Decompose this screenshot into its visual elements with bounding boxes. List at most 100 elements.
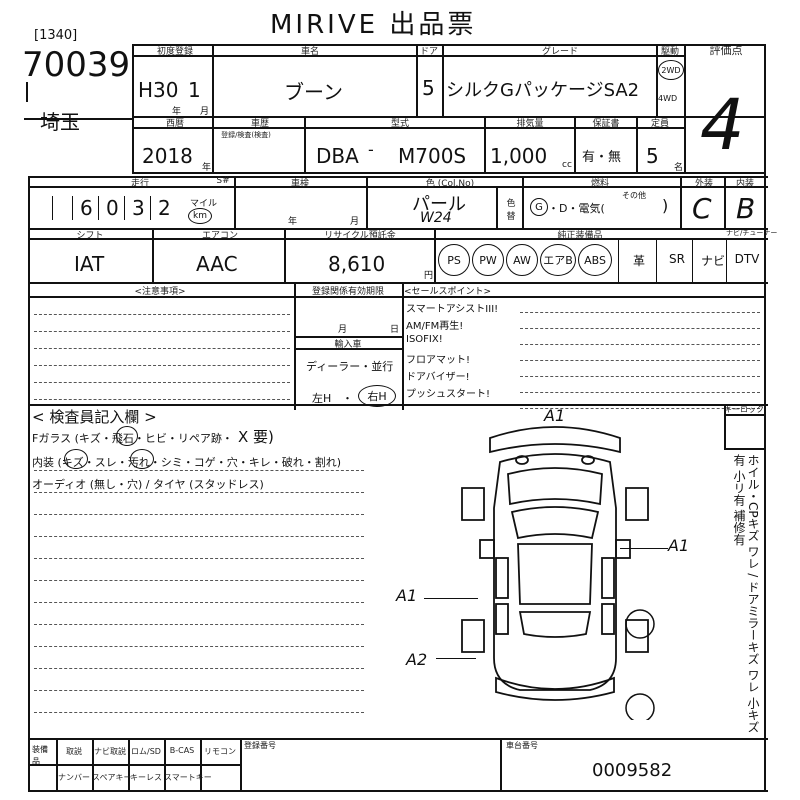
caution-rule (34, 399, 290, 400)
caution-rule (34, 348, 290, 349)
rear-bumper (495, 676, 615, 701)
equip-plain-item: SR (669, 252, 685, 266)
footer-label: キーレス (130, 773, 162, 782)
damage-mark-right: A1 (668, 536, 690, 555)
label-color: 色 (Col.No) (425, 179, 475, 189)
label-aircon: エアコン (201, 231, 238, 241)
fuel-close: ) (662, 196, 669, 215)
caution-title: <注意事項> (134, 287, 186, 297)
km-circled: km (188, 208, 212, 224)
interior-line: 内装 (キズ・スレ・汚れ・シミ・コゲ・穴・キレ・破れ・割れ) (32, 456, 342, 469)
cc-unit: cc (562, 160, 572, 170)
damage-mark-left: A1 (396, 586, 418, 605)
mileage-digit: 2 (158, 196, 171, 220)
inspector-rule (34, 558, 364, 559)
sales-point: AM/FM再生! (406, 321, 464, 332)
footer-label: ナンバー (58, 773, 90, 782)
right-door-front (601, 557, 615, 599)
import-title: 輸入車 (334, 340, 362, 350)
mileage-digit-sep (124, 196, 125, 220)
label-model-year: 西暦 (165, 119, 184, 129)
inspector-rule (34, 536, 364, 537)
front-left-light (515, 455, 529, 465)
mileage-digit-sep (98, 196, 99, 220)
equip-plain-item: 革 (632, 254, 645, 268)
damage-legend: ホイル・CPキズ ワレ / ドアミラーキズ ワレ 小キズ有 小リ有 補修有 (732, 454, 760, 733)
key-lock-label: キーロック (724, 405, 764, 414)
footer-label: スマートキー (164, 773, 212, 782)
damage-mark-rear: A2 (406, 650, 428, 669)
roof (517, 543, 593, 605)
label-drive: 駆動 (660, 47, 679, 57)
mileage-digit: 6 (80, 196, 93, 220)
mile-label: マイル (190, 199, 218, 209)
footer-label-equip: 装備品 (32, 745, 48, 766)
damage-mark-front: A1 (544, 406, 566, 425)
label-equipment: 純正装備品 (557, 231, 603, 241)
sales-point: スマートアシストIII! (406, 304, 499, 315)
inspector-rule (34, 624, 364, 625)
caution-rule (34, 314, 290, 315)
inspector-rule (34, 514, 364, 515)
rear-left-wheel (461, 619, 485, 653)
equip-sep (618, 238, 619, 282)
equip-sep (656, 238, 657, 282)
sales-point: ドアバイザー! (406, 372, 470, 383)
leader-right (620, 548, 668, 550)
leader-rear (436, 658, 476, 660)
left-mirror (479, 539, 495, 559)
label-recycle: リサイクル預託金 (324, 231, 396, 241)
first-reg-month: 1 (188, 78, 201, 102)
model-dash: - (368, 140, 374, 159)
lot-region: 埼玉 (40, 110, 80, 134)
reg-expiry-title: 登録関係有効期限 (311, 287, 384, 297)
sales-rule (520, 392, 760, 393)
tsuki-label: 月 (200, 107, 210, 117)
door-value: 5 (422, 76, 435, 100)
audio-line: オーディオ (無し・穴) / タイヤ (スタッドレス) (32, 478, 264, 491)
mileage-digit: 3 (132, 196, 145, 220)
inspector-rule (34, 580, 364, 581)
label-capacity: 定員 (650, 119, 669, 129)
lot-number: 70039 (22, 45, 131, 85)
caution-rule (34, 331, 290, 332)
drive-2wd: 2WD (658, 60, 684, 80)
chassis-label: 車台番号 (506, 741, 538, 750)
footer-label: B-CAS (169, 746, 195, 755)
chassis-number: 0009582 (592, 760, 673, 781)
glass-x: X 要) (238, 428, 274, 446)
sales-rule (520, 376, 760, 377)
label-warranty: 保証書 (592, 119, 620, 129)
equip-ps: PS (438, 244, 470, 276)
score-value: 4 (700, 84, 745, 166)
label-car-name: 車名 (300, 47, 319, 57)
inspector-rule (34, 492, 364, 493)
drive-4wd: 4WD (658, 94, 678, 103)
sales-rule (520, 360, 760, 361)
interior-circle-mark-2 (130, 449, 154, 469)
footer-label: 取説 (66, 747, 82, 756)
front-right-wheel (625, 487, 649, 521)
capacity-unit: 名 (674, 163, 684, 173)
yen-unit: 円 (424, 271, 434, 281)
right-hand-circled: 右H (358, 385, 396, 407)
equip-aw: AW (506, 244, 538, 276)
inspector-rule (34, 712, 364, 713)
lot-divider (26, 82, 28, 102)
equip-abs: ABS (578, 244, 612, 276)
label-interior: 内装 (735, 179, 754, 189)
sales-rule (520, 312, 760, 313)
fuel-other: その他 (622, 191, 646, 200)
label-first-reg: 初度登録 (156, 47, 193, 57)
reg-number-label: 登録番号 (244, 741, 276, 750)
interior-circle-mark-1 (64, 449, 88, 469)
label-smeter: S# (216, 176, 230, 186)
model-code: M700S (398, 144, 467, 168)
equip-sep (692, 238, 693, 282)
aircon-value: AAC (196, 252, 238, 276)
color-no: W24 (420, 210, 452, 226)
year-unit: 年 (202, 163, 212, 173)
reg-day: 日 (390, 325, 400, 335)
footer-label: スペアキー (92, 773, 132, 782)
car-body-outline (493, 453, 617, 691)
